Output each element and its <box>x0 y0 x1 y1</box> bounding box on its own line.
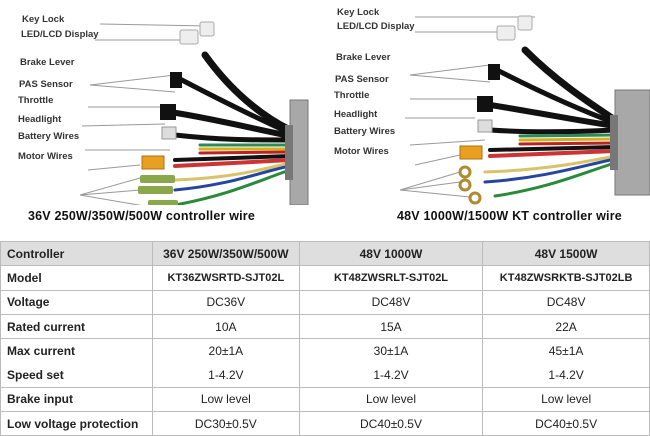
label-motor-wires-right: Motor Wires <box>334 146 389 157</box>
table-row: Voltage DC36V DC48V DC48V <box>0 289 650 315</box>
controller-spec-table: Controller 36V 250W/350W/500W 48V 1000W … <box>0 240 650 436</box>
label-brake-lever: Brake Lever <box>20 57 75 68</box>
row-label: Voltage <box>0 289 153 315</box>
label-battery-wires-right: Battery Wires <box>334 126 396 137</box>
header-cell: Controller <box>0 240 153 267</box>
row-label: Low voltage protection <box>0 411 153 436</box>
table-cell: KT36ZWSRTD-SJT02L <box>151 265 300 291</box>
table-row: Model KT36ZWSRTD-SJT02L KT48ZWSRLT-SJT02… <box>0 265 650 291</box>
label-led-lcd-display-right: LED/LCD Display <box>337 21 415 32</box>
table-row: Speed set 1-4.2V 1-4.2V 1-4.2V <box>0 362 650 388</box>
row-label: Brake input <box>0 386 153 413</box>
table-cell: DC40±0.5V <box>298 411 484 436</box>
table-cell: 1-4.2V <box>151 362 300 388</box>
table-row: Max current 20±1A 30±1A 45±1A <box>0 338 650 363</box>
table-row: Brake input Low level Low level Low leve… <box>0 386 650 413</box>
table-cell: 30±1A <box>298 338 484 363</box>
table-cell: Low level <box>151 386 300 413</box>
table-cell: 1-4.2V <box>482 362 650 388</box>
table-row: Low voltage protection DC30±0.5V DC40±0.… <box>0 411 650 436</box>
row-label: Max current <box>0 338 153 363</box>
label-throttle-right: Throttle <box>334 90 370 101</box>
row-label: Speed set <box>0 362 153 388</box>
table-cell: Low level <box>482 386 650 413</box>
table-cell: DC48V <box>482 289 650 315</box>
row-label: Rated current <box>0 313 153 340</box>
label-battery-wires: Battery Wires <box>18 131 80 142</box>
table-cell: DC48V <box>298 289 484 315</box>
controller-wire-photo-36v <box>79 21 309 205</box>
table-cell: KT48ZWSRLT-SJT02L <box>298 265 484 291</box>
table-cell: 1-4.2V <box>298 362 484 388</box>
table-cell: 10A <box>151 313 300 340</box>
caption-48v-controller: 48V 1000W/1500W KT controller wire <box>397 209 622 223</box>
header-cell: 48V 1000W <box>298 240 484 267</box>
row-label: Model <box>0 265 153 291</box>
label-motor-wires: Motor Wires <box>18 151 73 162</box>
table-cell: DC36V <box>151 289 300 315</box>
label-headlight: Headlight <box>18 114 62 125</box>
controller-wire-photo-48v <box>399 15 650 205</box>
label-headlight-right: Headlight <box>334 109 378 120</box>
table-row: Rated current 10A 15A 22A <box>0 313 650 340</box>
table-cell: DC30±0.5V <box>151 411 300 436</box>
label-throttle: Throttle <box>18 95 54 106</box>
table-header-row: Controller 36V 250W/350W/500W 48V 1000W … <box>0 240 650 267</box>
label-pas-sensor: PAS Sensor <box>19 79 73 90</box>
header-cell: 36V 250W/350W/500W <box>151 240 300 267</box>
table-cell: Low level <box>298 386 484 413</box>
label-pas-sensor-right: PAS Sensor <box>335 74 389 85</box>
label-key-lock: Key Lock <box>22 14 65 25</box>
label-brake-lever-right: Brake Lever <box>336 52 391 63</box>
table-cell: DC40±0.5V <box>482 411 650 436</box>
table-cell: 20±1A <box>151 338 300 363</box>
header-cell: 48V 1500W <box>482 240 650 267</box>
table-cell: 15A <box>298 313 484 340</box>
caption-36v-controller: 36V 250W/350W/500W controller wire <box>28 209 256 223</box>
table-cell: KT48ZWSRKTB-SJT02LB <box>482 265 650 291</box>
table-cell: 22A <box>482 313 650 340</box>
table-cell: 45±1A <box>482 338 650 363</box>
label-key-lock-right: Key Lock <box>337 7 380 18</box>
label-led-lcd-display: LED/LCD Display <box>21 29 99 40</box>
